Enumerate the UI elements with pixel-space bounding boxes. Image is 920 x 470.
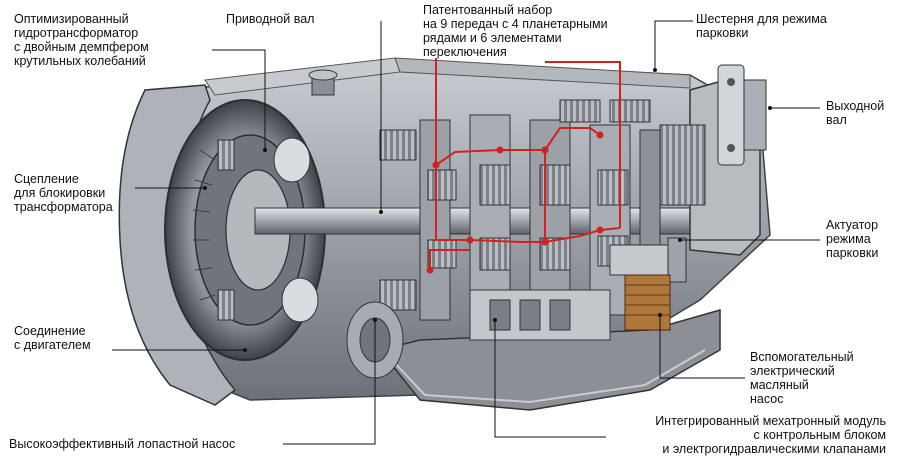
label-torque-converter: Оптимизированный гидротрансформатор с дв… [14, 12, 149, 68]
label-drive-shaft: Приводной вал [226, 12, 315, 26]
parking-gear [659, 124, 706, 206]
leader-lines [112, 20, 820, 445]
leader-dots [203, 68, 772, 352]
leader-mechatronic [494, 320, 606, 438]
leader-aux-pump [659, 315, 745, 379]
label-vane-pump: Высокоэффективный лопастной насос [9, 437, 236, 451]
label-output-shaft: Выходной вал [826, 99, 885, 127]
label-aux-pump: Вспомогательный электрический масляный н… [750, 350, 854, 406]
leader-parking-gear [654, 20, 693, 70]
leader-vane-pump [283, 320, 376, 445]
aux-oil-pump [624, 274, 671, 331]
leader-torque-converter [212, 49, 266, 150]
label-parking-actuator: Актуатор режима парковки [826, 218, 879, 260]
label-engine-connection: Соединение с двигателем [14, 324, 91, 352]
label-mechatronic-module: Интегрированный мехатронный модуль с кон… [655, 414, 886, 456]
parking-actuator [609, 237, 687, 283]
label-lockup-clutch: Сцепление для блокировки трансформатора [14, 172, 113, 214]
label-planetary-set: Патентованный набор на 9 передач с 4 пла… [423, 3, 608, 59]
label-parking-gear: Шестерня для режима парковки [696, 12, 827, 40]
output-section [659, 64, 767, 256]
power-flow-nodes [426, 131, 604, 274]
